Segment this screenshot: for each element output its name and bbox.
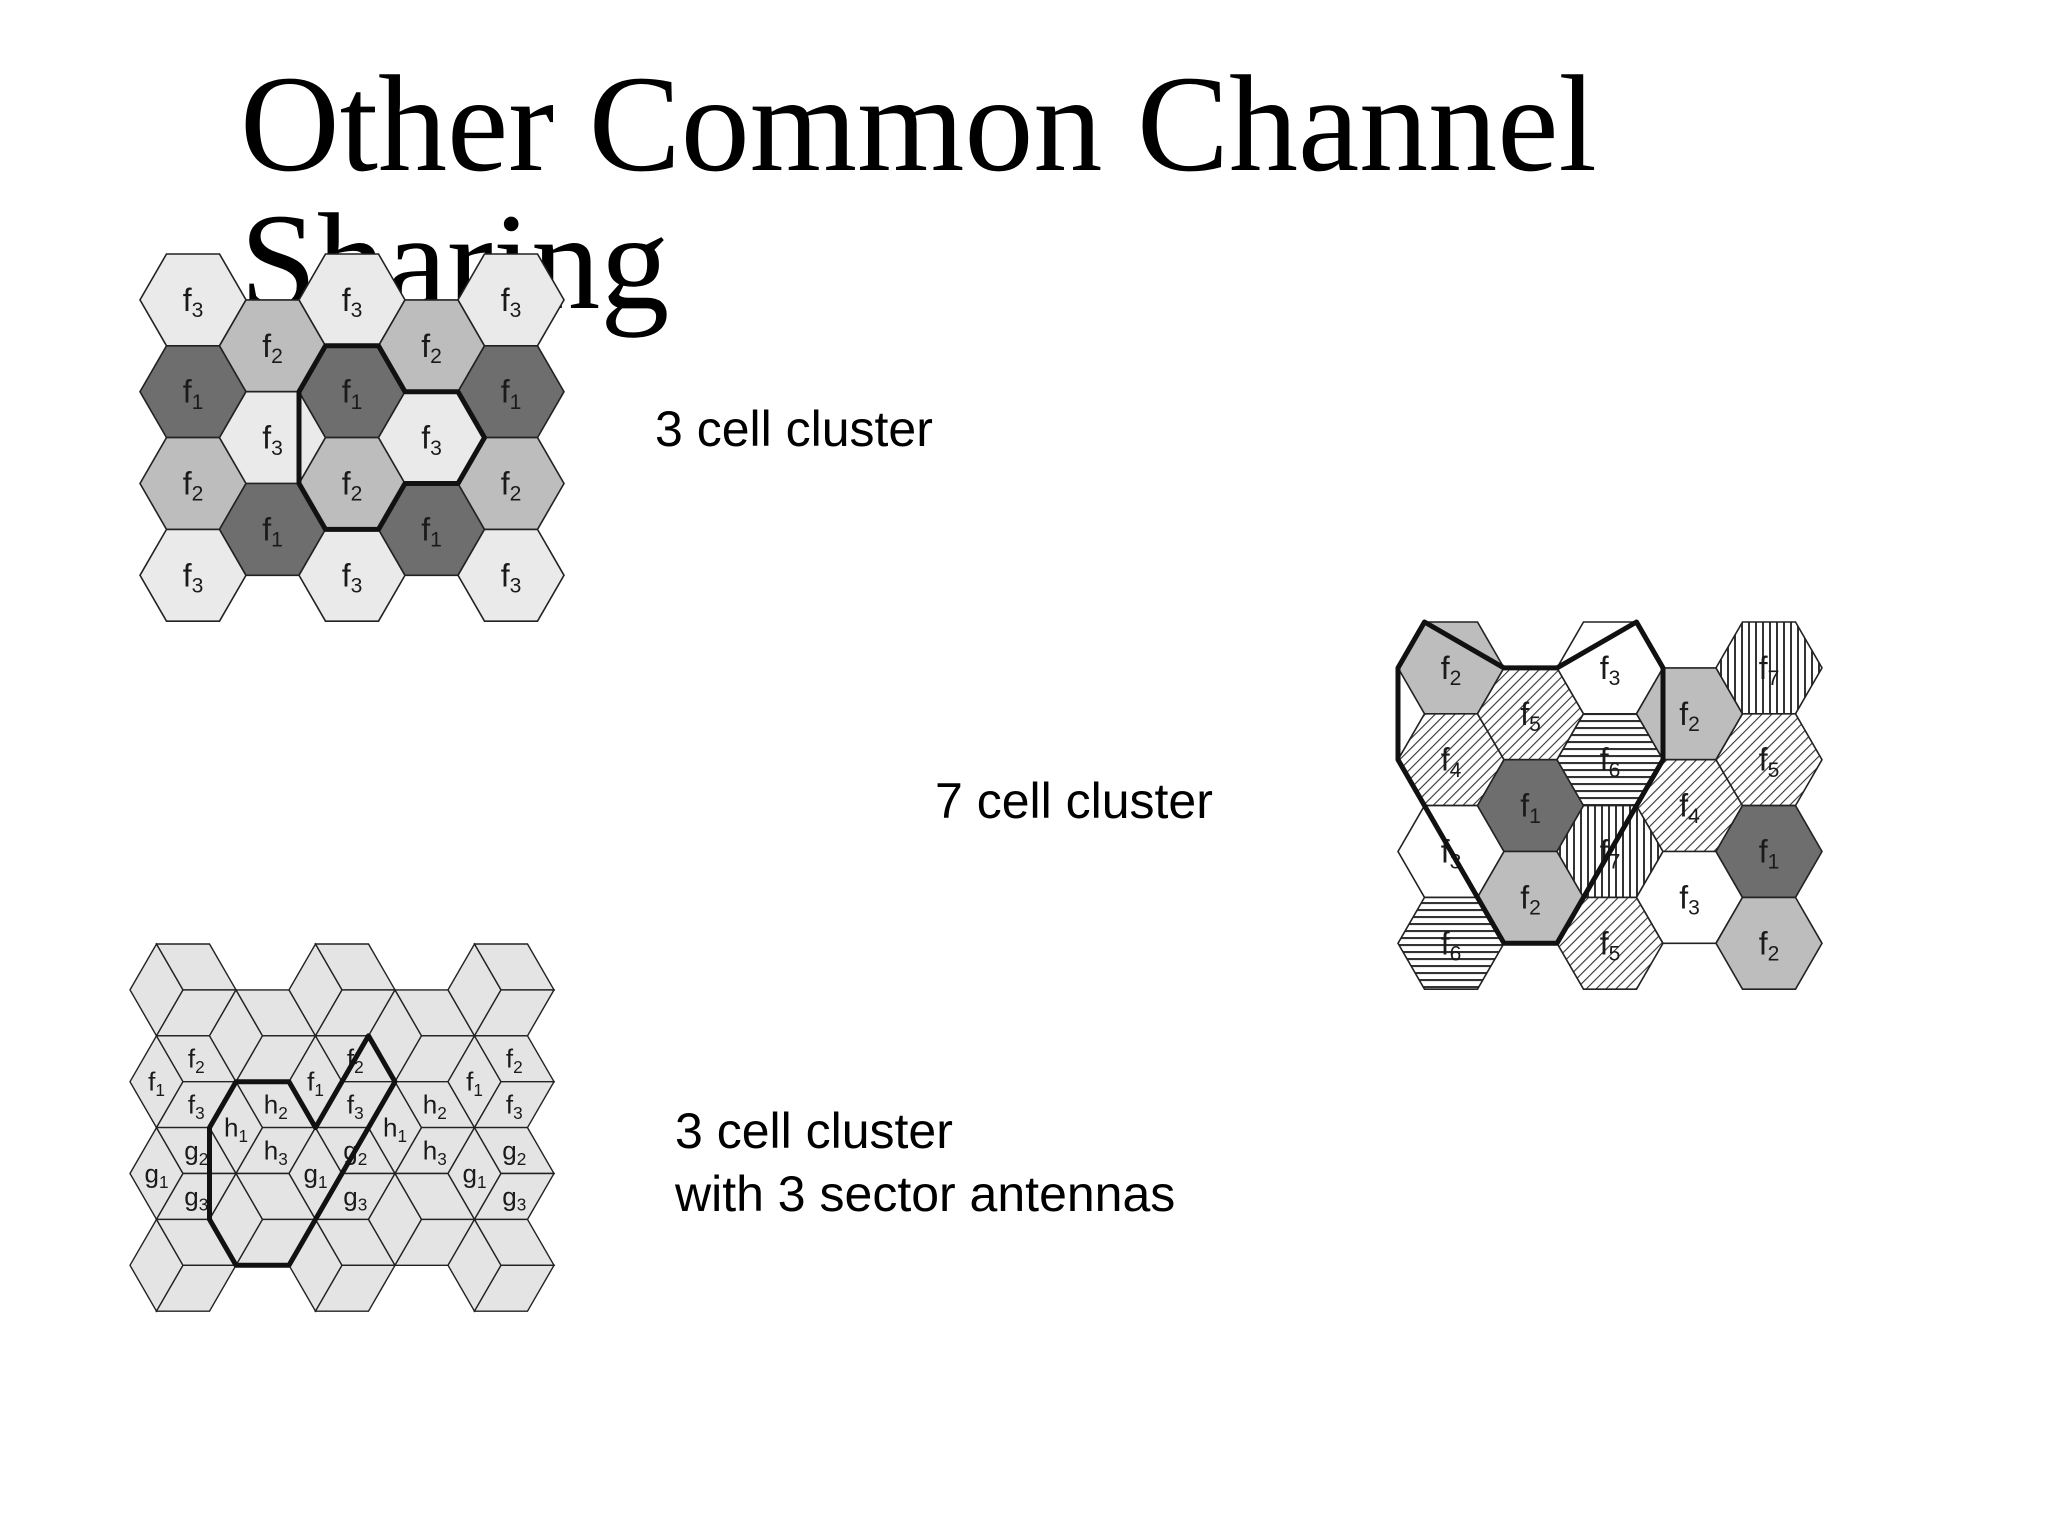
sector-label-f3: f3 (347, 1090, 364, 1123)
sector-label-h2: h2 (264, 1090, 288, 1123)
cell-label-f1: f1 (183, 374, 204, 414)
cell-label-f6: f6 (1441, 925, 1462, 965)
sector-label-f2: f2 (506, 1044, 523, 1077)
cluster-outline (296, 343, 487, 532)
sector-label-h1: h1 (383, 1113, 407, 1146)
cluster-outline (1395, 619, 1666, 946)
sector-label-f1: f1 (466, 1067, 483, 1100)
cell-label-f3: f3 (421, 420, 442, 460)
sector-face (155, 1264, 238, 1312)
sector-label-f3: f3 (506, 1090, 523, 1123)
cell-label-f1: f1 (1759, 834, 1780, 874)
sector-label-g1: g1 (303, 1159, 327, 1192)
cell-label-f5: f5 (1600, 925, 1621, 965)
cell-label-f2: f2 (1441, 650, 1462, 690)
sector-label-g1: g1 (462, 1159, 486, 1192)
cell-label-f3: f3 (183, 557, 204, 597)
cell-label-f3: f3 (501, 557, 522, 597)
sector-face (473, 1264, 556, 1312)
sector-label-g2: g2 (343, 1136, 367, 1169)
cell-label-f3: f3 (1600, 650, 1621, 690)
cell-label-f2: f2 (183, 466, 204, 506)
three-cell-cluster-diagram: f3 f1 f2 f3 f2 f3 f1 f3 f1 f2 f3 f2 f3 f1 f3 f1 f2 f3 (139, 253, 565, 623)
sector-label-h1: h1 (224, 1113, 248, 1146)
sector-label-f2: f2 (188, 1044, 205, 1077)
sector-label-f1: f1 (148, 1067, 165, 1100)
sector-label-f1: f1 (307, 1067, 324, 1100)
cell-label-f4: f4 (1679, 788, 1700, 828)
cell-label-f4: f4 (1441, 742, 1462, 782)
sector-label-g3: g3 (184, 1181, 208, 1214)
sector-label-g3: g3 (343, 1181, 367, 1214)
sector-caption-line-1: 3 cell cluster (675, 1103, 953, 1159)
cell-label-f1: f1 (421, 511, 442, 551)
sector-label-h2: h2 (423, 1090, 447, 1123)
cell-label-f2: f2 (1759, 925, 1780, 965)
slide-title: Other Common Channel Sharing (240, 47, 1597, 338)
three-cell-cluster-caption: 3 cell cluster (655, 401, 933, 457)
cell-label-f2: f2 (421, 328, 442, 368)
sector-antenna-cluster-diagram: f1 f2 f3 g1 g2 g3 h1 h2 h3 f1 f2 f3 g1 g2 g3 h1 h2 h3 f1 f2… (129, 942, 556, 1313)
cell-label-f2: f2 (501, 466, 522, 506)
cell-label-f6: f6 (1600, 742, 1621, 782)
sector-label-h3: h3 (264, 1136, 288, 1169)
hex-cell-f3 (457, 528, 565, 623)
sector-face (314, 1264, 397, 1312)
seven-cell-cluster-caption: 7 cell cluster (935, 773, 1213, 829)
cell-label-f3: f3 (1679, 879, 1700, 919)
sector-label-h3: h3 (423, 1136, 447, 1169)
cell-label-f5: f5 (1759, 742, 1780, 782)
hex-cell-f2 (1715, 896, 1823, 991)
cell-label-f1: f1 (501, 374, 522, 414)
cell-label-f1: f1 (262, 511, 283, 551)
sector-label-f2: f2 (347, 1044, 364, 1077)
cell-label-f7: f7 (1600, 834, 1621, 874)
cell-label-f2: f2 (1520, 879, 1541, 919)
cell-label-f3: f3 (342, 557, 363, 597)
cluster-outline (207, 1033, 398, 1268)
cell-label-f3: f3 (342, 282, 363, 322)
cell-label-f5: f5 (1520, 696, 1541, 736)
cell-label-f3: f3 (501, 282, 522, 322)
cell-label-f2: f2 (262, 328, 283, 368)
sector-caption-line-2: with 3 sector antennas (675, 1165, 1176, 1222)
cell-label-f3: f3 (183, 282, 204, 322)
sector-label-f3: f3 (188, 1090, 205, 1123)
cell-label-f2: f2 (1679, 696, 1700, 736)
cell-label-f3: f3 (262, 420, 283, 460)
cell-label-f1: f1 (342, 374, 363, 414)
sector-antenna-caption: 3 cell cluster with 3 sector antennas (675, 1100, 1175, 1225)
sector-label-g1: g1 (144, 1159, 168, 1192)
sector-label-g3: g3 (502, 1181, 526, 1214)
cell-label-f7: f7 (1759, 650, 1780, 690)
cell-label-f2: f2 (342, 466, 363, 506)
sector-label-g2: g2 (184, 1136, 208, 1169)
sector-label-g2: g2 (502, 1136, 526, 1169)
cell-label-f1: f1 (1520, 788, 1541, 828)
